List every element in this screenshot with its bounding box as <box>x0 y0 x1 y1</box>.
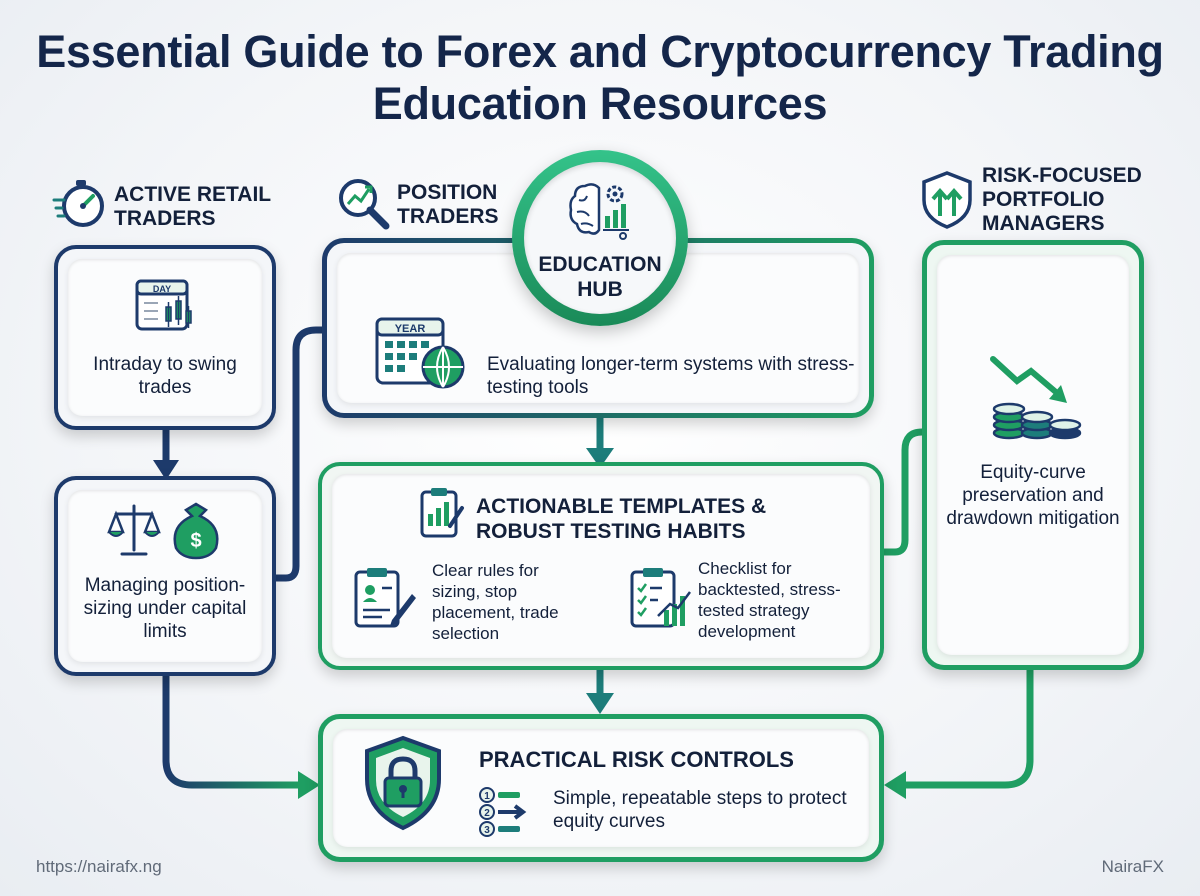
svg-text:$: $ <box>190 530 201 552</box>
coins-downtrend-icon <box>990 356 1082 440</box>
risk-managers-label: RISK-FOCUSED PORTFOLIO MANAGERS <box>982 164 1142 235</box>
checklist-chart-icon <box>630 568 691 628</box>
templates-left-text: Clear rules for sizing, stop placement, … <box>432 561 559 643</box>
scale-moneybag-icon: $ <box>107 502 219 560</box>
arrow-templates-to-controls-head <box>586 693 614 714</box>
arrow-position-down-head <box>586 448 614 468</box>
shield-lock-icon <box>365 735 441 831</box>
position-sizing-card: $ Managing position-sizing under capital… <box>54 476 276 676</box>
education-hub-inner: EDUCATION HUB <box>524 162 676 314</box>
brain-gear-chart-icon <box>569 183 629 240</box>
education-hub: EDUCATION HUB <box>512 150 688 326</box>
arrow-retail-down-head <box>153 460 179 480</box>
templates-card: ACTIONABLE TEMPLATES & ROBUST TESTING HA… <box>318 462 884 670</box>
day-badge: DAY <box>153 284 171 294</box>
arrow-retail-to-controls <box>162 668 300 789</box>
education-hub-label: EDUCATION HUB <box>538 253 662 301</box>
risk-managers-card-inner: Equity-curve preservation and drawdown m… <box>937 255 1129 655</box>
risk-controls-card: PRACTICAL RISK CONTROLS 1 2 3 Simple, re… <box>318 714 884 862</box>
step-number: 3 <box>484 825 490 836</box>
templates-title: ACTIONABLE TEMPLATES & ROBUST TESTING HA… <box>476 495 767 543</box>
calendar-globe-icon: YEAR <box>375 317 465 389</box>
arrow-templates-to-managers <box>884 428 930 556</box>
risk-managers-text: Equity-curve preservation and drawdown m… <box>946 462 1120 529</box>
step-number: 1 <box>484 791 490 802</box>
magnifier-chart-icon <box>339 179 390 230</box>
risk-controls-card-inner: PRACTICAL RISK CONTROLS 1 2 3 Simple, re… <box>333 729 869 847</box>
position-traders-text: Evaluating longer-term systems with stre… <box>487 354 855 398</box>
numbered-steps-icon: 1 2 3 <box>479 787 527 837</box>
active-retail-label: ACTIVE RETAIL TRADERS <box>114 183 271 230</box>
stopwatch-icon <box>52 180 104 227</box>
templates-right-text: Checklist for backtested, stress-tested … <box>698 559 841 641</box>
arrow-retail-to-position <box>272 326 330 582</box>
step-number: 2 <box>484 808 490 819</box>
arrow-managers-to-controls <box>905 668 1034 789</box>
footer-brand: NairaFX <box>1101 857 1164 876</box>
risk-managers-card: Equity-curve preservation and drawdown m… <box>922 240 1144 670</box>
clipboard-pen-icon <box>354 568 416 628</box>
year-badge: YEAR <box>395 323 426 335</box>
risk-controls-title: PRACTICAL RISK CONTROLS <box>479 747 794 772</box>
templates-card-inner: ACTIONABLE TEMPLATES & ROBUST TESTING HA… <box>332 474 870 658</box>
position-sizing-text: Managing position-sizing under capital l… <box>83 575 247 642</box>
arrow-managers-to-controls-head <box>884 771 906 799</box>
position-sizing-card-inner: $ Managing position-sizing under capital… <box>68 490 262 662</box>
clipboard-chart-icon <box>420 488 464 538</box>
position-traders-label: POSITION TRADERS <box>397 181 499 228</box>
risk-controls-text: Simple, repeatable steps to protect equi… <box>553 788 847 832</box>
intraday-card-inner: DAY Intraday to swing trades <box>68 259 262 416</box>
shield-arrows-icon <box>922 171 972 229</box>
arrow-retail-to-controls-head <box>298 771 320 799</box>
intraday-card: DAY Intraday to swing trades <box>54 245 276 430</box>
footer-url[interactable]: https://nairafx.ng <box>36 857 162 876</box>
calendar-candlestick-icon: DAY <box>135 279 192 331</box>
intraday-text: Intraday to swing trades <box>93 354 237 398</box>
page-title: Essential Guide to Forex and Cryptocurre… <box>36 26 1164 129</box>
